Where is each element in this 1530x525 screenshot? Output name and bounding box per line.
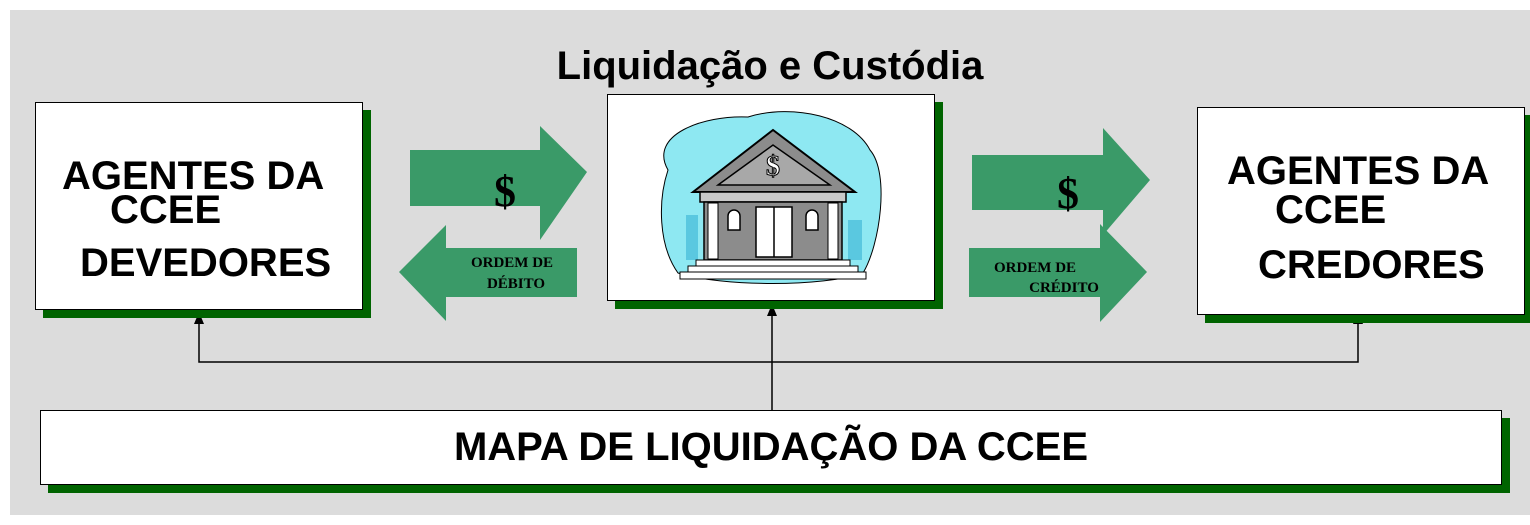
connector-horizontal (198, 318, 1359, 363)
diagram-title: Liquidação e Custódia (556, 44, 984, 88)
arrow-credit-order (969, 224, 1147, 322)
debit-order-line1: ORDEM DE (471, 255, 553, 271)
arrowhead-right-box (1353, 312, 1363, 324)
arrow-payment-left (410, 126, 587, 240)
debtor-box-line2: CCEE (110, 188, 222, 232)
settlement-map-label: MAPA DE LIQUIDAÇÃO DA CCEE (453, 425, 1089, 469)
bank-building-icon: $ (661, 111, 882, 284)
creditor-box-line3: CREDORES (1258, 243, 1485, 287)
payment-symbol-left: $ (494, 167, 516, 216)
svg-text:$: $ (766, 151, 780, 182)
arrowhead-left-box (194, 312, 204, 324)
creditor-agents-box: AGENTES DA CCEE CREDORES (1197, 107, 1525, 315)
debit-order-line2: DÉBITO (487, 275, 545, 292)
creditor-box-line2: CCEE (1275, 188, 1387, 232)
arrow-payment-right (972, 128, 1150, 235)
custody-bank-box: $ (607, 94, 935, 301)
debtor-agents-box: AGENTES DA CCEE DEVEDORES (35, 102, 363, 310)
debtor-box-line1: AGENTES DA (62, 154, 325, 198)
arrow-debit-order (399, 225, 577, 321)
payment-symbol-right: $ (1057, 169, 1079, 218)
settlement-map-bar: MAPA DE LIQUIDAÇÃO DA CCEE (40, 410, 1502, 485)
debtor-box-line3: DEVEDORES (80, 241, 332, 285)
credit-order-line2: CRÉDITO (1029, 279, 1099, 296)
connector-lines (198, 310, 1359, 412)
credit-order-line1: ORDEM DE (994, 260, 1076, 276)
creditor-box-line1: AGENTES DA (1227, 149, 1490, 193)
arrowhead-center-box (767, 304, 777, 316)
